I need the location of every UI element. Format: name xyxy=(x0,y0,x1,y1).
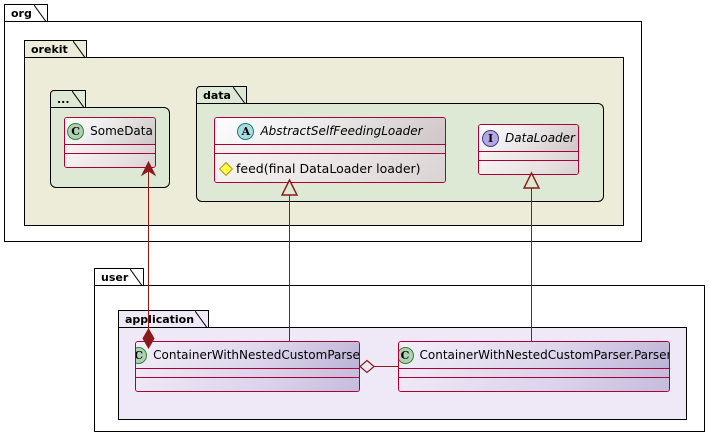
abstract-stereotype-icon: A xyxy=(237,122,255,140)
class-box-container-with-nested-custom-parser-parser[interactable]: C ContainerWithNestedCustomParser.Parser xyxy=(398,341,670,392)
class-box-data-loader[interactable]: I DataLoader xyxy=(478,124,579,175)
relation-generalization-dataloader-line xyxy=(531,188,532,342)
class-name: DataLoader xyxy=(505,131,575,145)
package-application-tab: application xyxy=(118,310,209,328)
package-ellipsis-tab: ... xyxy=(50,90,86,108)
package-org-label: org xyxy=(11,7,32,20)
relation-composition-line xyxy=(148,170,149,337)
class-box-some-data[interactable]: C SomeData xyxy=(64,117,156,168)
class-header: C ContainerWithNestedCustomParser.Parser xyxy=(399,342,669,369)
class-header: C ContainerWithNestedCustomParser xyxy=(136,342,359,369)
class-methods-compartment xyxy=(65,154,155,167)
class-methods-compartment xyxy=(399,378,669,391)
relation-generalization-abstract-line xyxy=(289,194,290,342)
interface-stereotype-icon: I xyxy=(482,129,500,147)
class-stereotype-icon: C xyxy=(399,346,414,364)
package-orekit-tab: orekit xyxy=(24,40,87,58)
package-orekit-label: orekit xyxy=(31,43,68,56)
class-attributes-compartment xyxy=(215,145,445,154)
class-name: ContainerWithNestedCustomParser xyxy=(153,348,360,362)
class-stereotype-icon: C xyxy=(136,346,148,364)
class-box-container-with-nested-custom-parser[interactable]: C ContainerWithNestedCustomParser xyxy=(135,341,360,392)
class-stereotype-icon: C xyxy=(67,122,85,140)
visibility-protected-icon xyxy=(218,161,234,176)
package-fold-icon xyxy=(72,91,85,108)
class-name: AbstractSelfFeedingLoader xyxy=(260,124,423,138)
package-fold-icon xyxy=(233,87,246,104)
class-attributes-compartment xyxy=(479,152,578,161)
class-box-abstract-self-feeding-loader[interactable]: A AbstractSelfFeedingLoader feed(final D… xyxy=(214,117,446,183)
package-org-tab: org xyxy=(4,4,48,22)
package-fold-icon xyxy=(130,269,143,286)
method-signature: feed(final DataLoader loader) xyxy=(236,161,421,176)
class-attributes-compartment xyxy=(399,369,669,378)
package-user-tab: user xyxy=(94,268,144,286)
class-attributes-compartment xyxy=(136,369,359,378)
class-method-row[interactable]: feed(final DataLoader loader) xyxy=(215,154,445,182)
package-application-label: application xyxy=(125,313,195,326)
class-header: A AbstractSelfFeedingLoader xyxy=(215,118,445,145)
class-methods-compartment xyxy=(136,378,359,391)
package-fold-icon xyxy=(195,311,208,328)
class-name: SomeData xyxy=(90,124,153,138)
package-fold-icon xyxy=(34,5,47,22)
class-header: I DataLoader xyxy=(479,125,578,152)
class-attributes-compartment xyxy=(65,145,155,154)
package-data-label: data xyxy=(203,89,231,102)
package-ellipsis-label: ... xyxy=(57,93,70,106)
class-methods-compartment xyxy=(479,161,578,174)
package-user-label: user xyxy=(101,271,129,284)
relation-aggregation-line xyxy=(373,366,399,367)
class-name: ContainerWithNestedCustomParser.Parser xyxy=(419,348,670,362)
package-data-tab: data xyxy=(196,86,247,104)
class-header: C SomeData xyxy=(65,118,155,145)
package-fold-icon xyxy=(73,41,86,58)
